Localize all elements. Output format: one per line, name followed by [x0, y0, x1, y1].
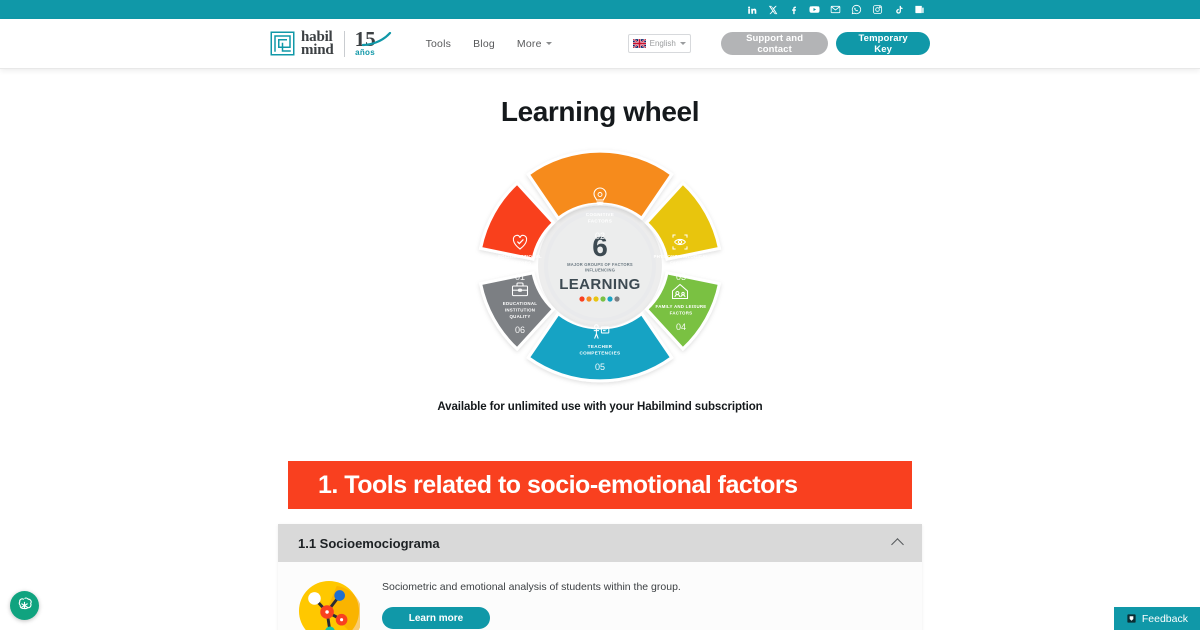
anniversary-badge: 15 años [355, 29, 391, 57]
wheel-segment-02-content: COGNITIVE FACTORS 02 [586, 187, 614, 241]
chevron-down-icon [679, 42, 686, 45]
wheel-segment-04-content: FAMILY AND LEISURE FACTORS 04 [656, 283, 707, 332]
chevron-down-icon [545, 42, 552, 45]
accordion-content: Sociometric and emotional analysis of st… [382, 580, 681, 629]
site-logo[interactable]: habil mind 15 años [270, 28, 391, 58]
wheel-segment-03 [644, 180, 722, 261]
nav-label-tools: Tools [425, 37, 452, 50]
main-nav: Tools Blog More [426, 38, 552, 50]
whatsapp-icon[interactable] [850, 3, 863, 16]
svg-text:FACTORS: FACTORS [670, 261, 692, 266]
wheel-center-line1: MAJOR GROUPS OF FACTORS [567, 262, 633, 267]
svg-text:04: 04 [676, 322, 686, 332]
chat-widget-button[interactable] [10, 591, 39, 620]
nav-item-blog[interactable]: Blog [473, 38, 495, 50]
section-banner: 1. Tools related to socio-emotional fact… [288, 461, 912, 509]
wheel-segment-05 [526, 311, 674, 383]
wheel-center-dots [579, 296, 620, 302]
social-bar [0, 0, 1200, 19]
accordion-item-1-1: 1.1 Socioemociograma Sociomet [278, 524, 922, 630]
wheel-segment-05-content: TEACHER COMPETENCIES 05 [580, 324, 621, 372]
wheel-segment-01 [478, 180, 556, 261]
svg-text:PHYSIONEUROLOGICAL: PHYSIONEUROLOGICAL [654, 254, 709, 259]
page-main: Learning wheel [0, 69, 1200, 630]
wheel-segment-01-content: SOCIOEMOTIONAL FACTORS 01 [498, 234, 542, 282]
feedback-label: Feedback [1141, 612, 1188, 625]
language-selector[interactable]: English [627, 34, 691, 53]
svg-text:FACTORS: FACTORS [588, 219, 612, 224]
temporary-key-button[interactable]: Temporary Key [836, 32, 930, 55]
anniversary-word: años [355, 48, 375, 57]
logo-word-top: habil [301, 28, 333, 45]
svg-text:SOCIOEMOTIONAL: SOCIOEMOTIONAL [498, 254, 542, 259]
wheel-segment-04 [644, 271, 722, 352]
logo-word-bottom: mind [301, 41, 334, 58]
brain-bulb-icon [593, 187, 607, 205]
facebook-icon[interactable] [787, 3, 800, 16]
briefcase-icon [511, 282, 529, 297]
section-banner-text: 1. Tools related to socio-emotional fact… [318, 470, 798, 499]
svg-text:INSTITUTION: INSTITUTION [505, 308, 535, 313]
chatgpt-logo-icon [18, 597, 32, 610]
accordion-title: 1.1 Socioemociograma [298, 535, 440, 551]
maze-logo-icon [270, 31, 295, 56]
svg-text:03: 03 [676, 272, 686, 282]
nav-item-more[interactable]: More [517, 38, 552, 50]
uk-flag-icon [632, 39, 646, 48]
wheel-center-number: 6 [592, 231, 608, 262]
support-and-contact-button[interactable]: Support and contact [720, 32, 829, 55]
svg-text:FACTORS: FACTORS [670, 311, 693, 316]
svg-text:TEACHER: TEACHER [588, 344, 613, 349]
page-title: Learning wheel [500, 96, 700, 127]
linkedin-icon[interactable] [745, 3, 758, 16]
svg-text:COGNITIVE: COGNITIVE [586, 212, 614, 217]
molecule-network-icon [298, 580, 360, 630]
svg-text:COMPETENCIES: COMPETENCIES [580, 351, 621, 356]
svg-text:FAMILY AND LEISURE: FAMILY AND LEISURE [656, 304, 707, 309]
swoosh-icon [361, 32, 391, 47]
heart-check-icon [512, 234, 528, 250]
svg-text:EDUCATIONAL: EDUCATIONAL [503, 301, 537, 306]
language-label: English [649, 39, 676, 48]
x-twitter-icon[interactable] [766, 3, 779, 16]
wheel-segment-02 [526, 149, 674, 221]
tool-description: Sociometric and emotional analysis of st… [382, 581, 681, 593]
wheel-segment-06 [478, 271, 556, 352]
logo-divider [343, 30, 345, 57]
svg-text:05: 05 [595, 362, 605, 372]
wheel-subtitle: Available for unlimited use with your Ha… [437, 401, 763, 413]
eye-scan-icon [672, 234, 688, 250]
svg-text:02: 02 [595, 231, 605, 241]
newsletter-icon[interactable] [913, 3, 926, 16]
site-header: habil mind 15 años Tools Blog More [0, 19, 1200, 69]
accordion-header-1-1[interactable]: 1.1 Socioemociograma [278, 524, 922, 562]
email-icon[interactable] [829, 3, 842, 16]
home-family-icon [671, 283, 689, 300]
svg-text:01: 01 [515, 272, 525, 282]
tiktok-icon[interactable] [892, 3, 905, 16]
wheel-center-line2: INFLUENCING [585, 268, 615, 273]
instagram-icon[interactable] [871, 3, 884, 16]
nav-label-blog: Blog [473, 37, 495, 50]
nav-label-more: More [516, 37, 542, 50]
feedback-icon [1127, 614, 1136, 623]
accordion-body-1-1: Sociometric and emotional analysis of st… [278, 562, 922, 630]
feedback-button[interactable]: Feedback [1113, 607, 1200, 630]
logo-wordmark: habil mind [301, 28, 334, 58]
learning-wheel-diagram: 6 MAJOR GROUPS OF FACTORS INFLUENCING LE… [470, 144, 730, 389]
chevron-up-icon[interactable] [891, 538, 904, 551]
wheel-center-word: LEARNING [559, 276, 641, 293]
teacher-board-icon [593, 324, 610, 339]
wheel-segment-03-content: PHYSIONEUROLOGICAL FACTORS 03 [654, 234, 709, 282]
nav-item-tools[interactable]: Tools [426, 38, 452, 50]
learn-more-button[interactable]: Learn more [382, 607, 490, 629]
svg-text:FACTORS: FACTORS [509, 261, 532, 266]
youtube-icon[interactable] [808, 3, 821, 16]
svg-text:QUALITY: QUALITY [509, 314, 530, 319]
svg-text:06: 06 [515, 325, 525, 335]
wheel-segment-06-content: EDUCATIONAL INSTITUTION QUALITY 06 [503, 282, 537, 335]
